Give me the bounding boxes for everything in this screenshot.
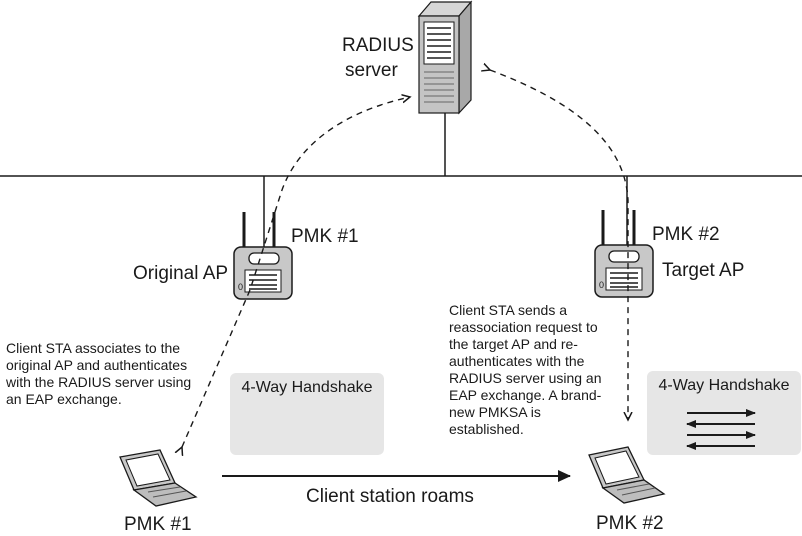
handshake-right-arrows	[686, 409, 756, 450]
handshake-box-left: 4-Way Handshake	[230, 373, 384, 455]
original-ap-label: Original AP	[133, 263, 229, 284]
original-ap-pmk-label: PMK #1	[291, 226, 359, 247]
right-client-laptop-icon	[588, 446, 666, 504]
handshake-right-title: 4-Way Handshake	[658, 377, 790, 394]
original-ap-icon: 0	[233, 176, 293, 300]
radius-server-icon	[417, 0, 473, 176]
radius-server-label-line1: RADIUS	[342, 35, 414, 56]
target-ap-icon: 0	[594, 176, 654, 298]
target-ap-pmk-label: PMK #2	[652, 224, 720, 245]
note-right: Client STA sends a reassociation request…	[449, 302, 602, 437]
roam-label: Client station roams	[306, 486, 474, 507]
right-client-pmk-label: PMK #2	[596, 513, 664, 534]
svg-text:0: 0	[238, 282, 243, 292]
left-client-pmk-label: PMK #1	[124, 514, 192, 535]
handshake-box-right: 4-Way Handshake	[647, 371, 801, 455]
svg-text:0: 0	[599, 280, 604, 290]
note-left: Client STA associates to the original AP…	[6, 340, 192, 407]
handshake-left-title: 4-Way Handshake	[241, 379, 373, 396]
auth-path-left	[182, 97, 410, 447]
auth-path-right	[490, 70, 628, 420]
radius-server-label-line2: server	[345, 60, 398, 81]
left-client-laptop-icon	[119, 449, 198, 507]
target-ap-label: Target AP	[662, 260, 745, 281]
